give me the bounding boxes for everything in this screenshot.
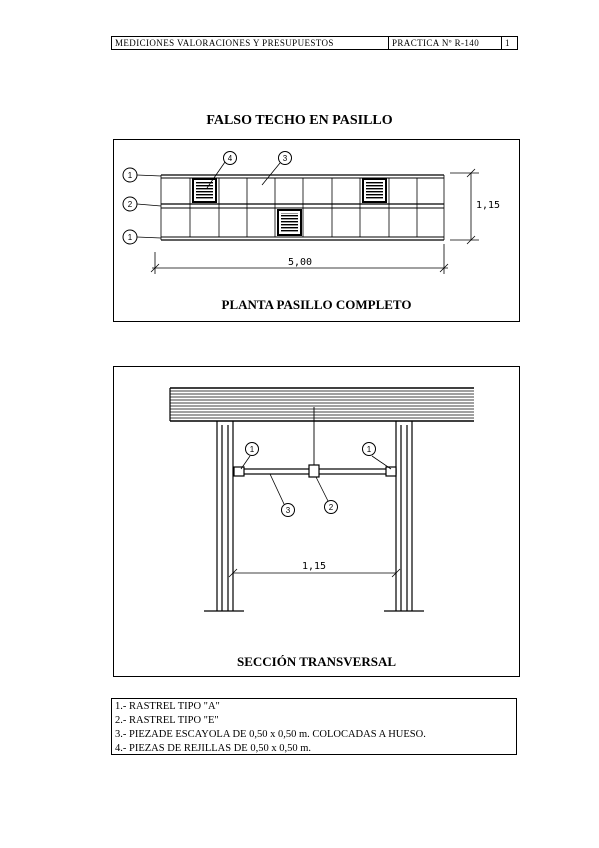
- document-header: MEDICIONES VALORACIONES Y PRESUPUESTOS P…: [111, 36, 518, 50]
- legend-item: 2.- RASTREL TIPO "E": [115, 715, 219, 726]
- section-drawing: 1 1 2 3 1,15: [169, 387, 474, 612]
- plan-callout-4: 4: [228, 154, 233, 163]
- header-practice-number: PRACTICA Nº R-140: [389, 37, 502, 49]
- plan-callout-3: 3: [283, 154, 288, 163]
- plan-marker-2: 2: [128, 200, 133, 209]
- section-marker-1-right: 1: [367, 445, 372, 454]
- legend-item: 4.- PIEZAS DE REJILLAS DE 0,50 x 0,50 m.: [115, 743, 311, 754]
- plan-caption: PLANTA PASILLO COMPLETO: [221, 297, 412, 312]
- legend-box: 1.- RASTREL TIPO "A" 2.- RASTREL TIPO "E…: [111, 698, 517, 755]
- section-view-frame: 1 1 2 3 1,15 SECCIÓN TRANSVERSAL: [113, 366, 520, 677]
- section-caption: SECCIÓN TRANSVERSAL: [236, 654, 397, 669]
- plan-drawing: 1 2 1 4 3 1,15 5,00: [122, 151, 500, 274]
- plan-view-frame: 1 2 1 4 3 1,15 5,00 PLANTA PASILLO COMPL…: [113, 139, 520, 322]
- section-marker-3: 3: [286, 506, 291, 515]
- legend-item: 1.- RASTREL TIPO "A": [115, 701, 220, 712]
- plan-marker-1-top: 1: [128, 171, 133, 180]
- header-subject: MEDICIONES VALORACIONES Y PRESUPUESTOS: [112, 37, 389, 49]
- plan-marker-1-bottom: 1: [128, 233, 133, 242]
- plan-depth-dimension: 1,15: [476, 200, 500, 211]
- plan-width-dimension: 5,00: [288, 257, 312, 268]
- section-marker-1-left: 1: [250, 445, 255, 454]
- section-span-dimension: 1,15: [302, 561, 326, 572]
- legend-item: 3.- PIEZADE ESCAYOLA DE 0,50 x 0,50 m. C…: [115, 729, 426, 740]
- section-marker-2: 2: [329, 503, 334, 512]
- document-title: FALSO TECHO EN PASILLO: [206, 113, 393, 128]
- header-page-number: 1: [505, 38, 510, 48]
